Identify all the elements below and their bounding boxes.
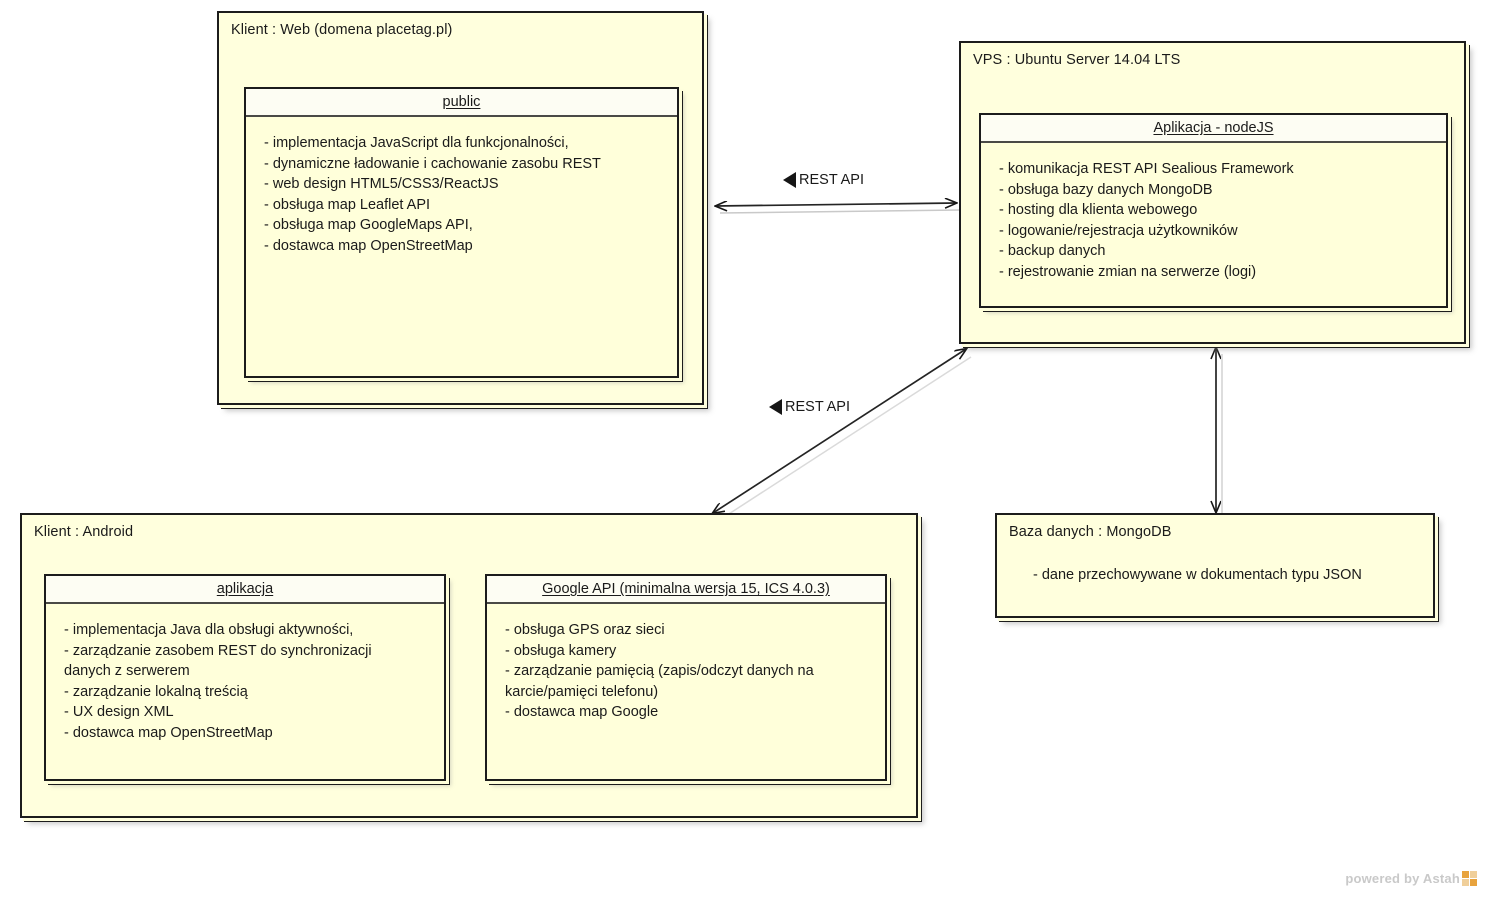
component-google-api[interactable]: Google API (minimalna wersja 15, ICS 4.0…: [485, 574, 887, 781]
node-web-client[interactable]: Klient : Web (domena placetag.pl) public…: [217, 11, 704, 405]
connector-label-text: REST API: [785, 399, 851, 415]
node-title-vps: VPS : Ubuntu Server 14.04 LTS: [973, 52, 1181, 68]
component-header-google-api: Google API (minimalna wersja 15, ICS 4.0…: [487, 576, 885, 604]
triangle-direction-icon: [769, 399, 782, 415]
component-aplikacja-nodejs[interactable]: Aplikacja - nodeJS - komunikacja REST AP…: [979, 113, 1448, 308]
list-item: - implementacja Java dla obsługi aktywno…: [64, 622, 354, 638]
component-name-public: public: [442, 94, 481, 110]
list-item: - zarządzanie pamięcią (zapis/odczyt dan…: [505, 663, 814, 680]
connector-vps-to-database: [1216, 348, 1223, 518]
list-item: - dane przechowywane w dokumentach typu …: [1033, 567, 1362, 583]
node-title-web-client: Klient : Web (domena placetag.pl): [231, 22, 453, 38]
list-item: - obsługa GPS oraz sieci: [505, 622, 665, 638]
list-item: - implementacja JavaScript dla funkcjona…: [264, 135, 569, 151]
list-item: - komunikacja REST API Sealious Framewor…: [999, 161, 1294, 177]
node-android-client[interactable]: Klient : Android aplikacja - implementac…: [20, 513, 918, 818]
component-body-public: - implementacja JavaScript dla funkcjona…: [246, 117, 677, 257]
list-item: - dostawca map OpenStreetMap: [264, 237, 473, 254]
component-aplikacja[interactable]: aplikacja - implementacja Java dla obsłu…: [44, 574, 446, 781]
connector-label-text: REST API: [799, 172, 865, 188]
list-item: - hosting dla klienta webowego: [999, 202, 1198, 219]
watermark-text: powered by Astah: [1345, 871, 1460, 886]
node-title-database: Baza danych : MongoDB: [1009, 524, 1172, 540]
list-item: - web design HTML5/CSS3/ReactJS: [264, 176, 499, 193]
list-item: - UX design XML: [64, 704, 174, 721]
astah-logo-icon: [1462, 871, 1477, 886]
component-header-public: public: [246, 89, 677, 117]
connector-web-to-vps: [716, 203, 961, 214]
component-body-aplikacja: - implementacja Java dla obsługi aktywno…: [46, 604, 444, 744]
node-title-android-client: Klient : Android: [34, 524, 134, 540]
list-item: - zarządzanie lokalną treścią: [64, 683, 248, 700]
component-name-google-api: Google API (minimalna wersja 15, ICS 4.0…: [542, 581, 830, 597]
list-item: - dostawca map OpenStreetMap: [64, 724, 273, 741]
list-item: - obsługa map Leaflet API: [264, 196, 431, 213]
list-item: - backup danych: [999, 243, 1106, 260]
list-item: - dostawca map Google: [505, 704, 659, 721]
connector-label-web-to-vps: REST API: [783, 172, 864, 188]
list-item: danych z serwerem: [64, 663, 190, 680]
component-public[interactable]: public - implementacja JavaScript dla fu…: [244, 87, 679, 378]
component-header-aplikacja-nodejs: Aplikacja - nodeJS: [981, 115, 1446, 143]
list-item: - obsługa map GoogleMaps API,: [264, 217, 473, 234]
list-item: - rejestrowanie zmian na serwerze (logi): [999, 263, 1257, 280]
component-body-google-api: - obsługa GPS oraz sieci - obsługa kamer…: [487, 604, 885, 723]
connector-label-android-to-vps: REST API: [769, 399, 850, 415]
node-database[interactable]: Baza danych : MongoDB - dane przechowywa…: [995, 513, 1435, 618]
list-item: karcie/pamięci telefonu): [505, 683, 659, 700]
list-item: - obsługa kamery: [505, 642, 617, 659]
list-item: - logowanie/rejestracja użytkowników: [999, 222, 1238, 239]
list-item: - dynamiczne ładowanie i cachowanie zaso…: [264, 155, 601, 172]
connector-android-to-vps: [713, 349, 972, 522]
list-item: - zarządzanie zasobem REST do synchroniz…: [64, 642, 372, 659]
astah-watermark: powered by Astah: [1345, 871, 1477, 886]
node-vps[interactable]: VPS : Ubuntu Server 14.04 LTS Aplikacja …: [959, 41, 1466, 344]
component-body-aplikacja-nodejs: - komunikacja REST API Sealious Framewor…: [981, 143, 1446, 283]
component-name-aplikacja-nodejs: Aplikacja - nodeJS: [1153, 120, 1274, 136]
triangle-direction-icon: [783, 172, 796, 188]
component-name-aplikacja: aplikacja: [216, 581, 274, 597]
list-item: - obsługa bazy danych MongoDB: [999, 181, 1213, 198]
component-header-aplikacja: aplikacja: [46, 576, 444, 604]
database-detail-list: - dane przechowywane w dokumentach typu …: [1033, 565, 1362, 586]
